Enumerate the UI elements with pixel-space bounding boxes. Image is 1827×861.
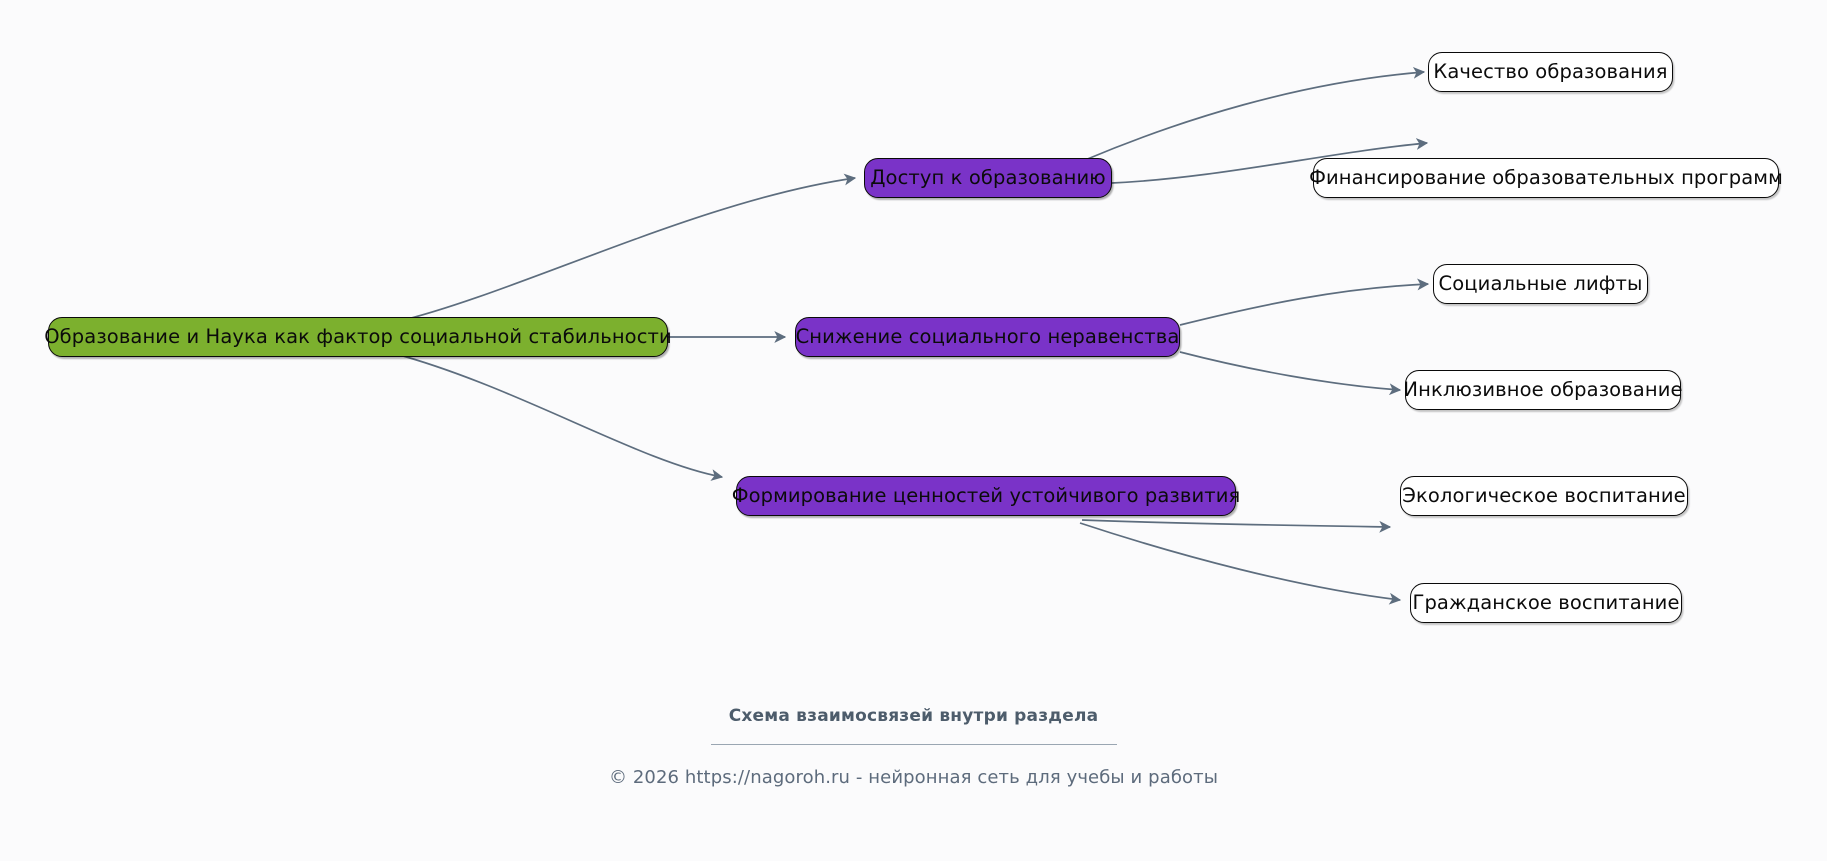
node-leaf-inclusive-label: Инклюзивное образование <box>1403 378 1683 402</box>
edge-inequality-to-lifts <box>1179 278 1430 326</box>
node-leaf-lifts[interactable]: Социальные лифты <box>1433 264 1648 304</box>
node-branch-access[interactable]: Доступ к образованию <box>864 158 1112 198</box>
node-branch-access-label: Доступ к образованию <box>870 166 1106 190</box>
node-leaf-lifts-label: Социальные лифты <box>1438 272 1643 296</box>
footer-title: Схема взаимосвязей внутри раздела <box>728 706 1099 726</box>
node-leaf-ecology[interactable]: Экологическое воспитание <box>1400 476 1688 516</box>
node-leaf-civic-label: Гражданское воспитание <box>1412 591 1680 615</box>
node-root[interactable]: Образование и Наука как фактор социально… <box>44 317 672 357</box>
edge-inequality-to-inclusive <box>1179 351 1402 396</box>
node-leaf-ecology-label: Экологическое воспитание <box>1402 484 1686 508</box>
edge-values-to-civic <box>1079 522 1402 605</box>
node-branch-values[interactable]: Формирование ценностей устойчивого разви… <box>732 476 1240 516</box>
node-leaf-quality[interactable]: Качество образования <box>1428 52 1673 92</box>
node-branch-inequality-label: Снижение социального неравенства <box>795 325 1180 349</box>
node-leaf-funding-label: Финансирование образовательных программ <box>1309 166 1783 190</box>
node-branch-inequality[interactable]: Снижение социального неравенства <box>795 317 1180 357</box>
footer-copyright: © 2026 https://nagoroh.ru - нейронная се… <box>608 767 1219 788</box>
node-leaf-civic[interactable]: Гражданское воспитание <box>1410 583 1682 623</box>
edge-access-to-quality <box>1084 66 1426 161</box>
edge-root-to-access <box>395 173 857 323</box>
edge-values-to-ecology <box>1081 519 1392 533</box>
node-leaf-inclusive[interactable]: Инклюзивное образование <box>1403 370 1683 410</box>
footer-divider <box>710 744 1117 745</box>
node-branch-values-label: Формирование ценностей устойчивого разви… <box>731 484 1241 508</box>
edge-root-to-values <box>395 353 724 481</box>
node-root-label: Образование и Наука как фактор социально… <box>44 325 672 349</box>
node-leaf-funding[interactable]: Финансирование образовательных программ <box>1309 158 1783 198</box>
node-leaf-quality-label: Качество образования <box>1433 60 1668 84</box>
